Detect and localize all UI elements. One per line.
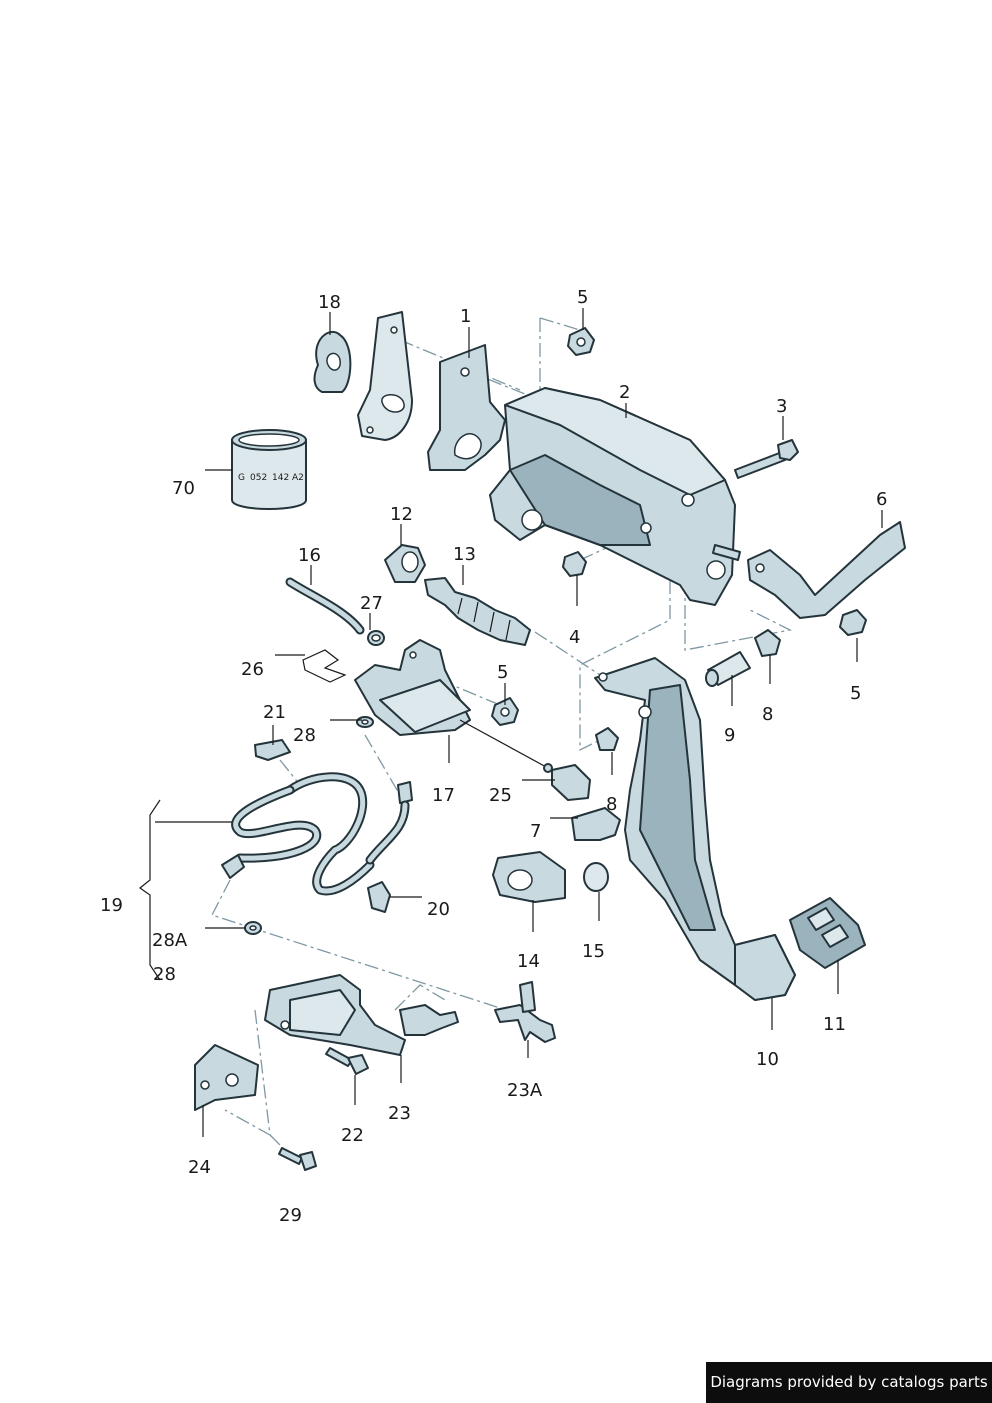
callout-24: 24 [188, 1157, 211, 1178]
callout-8-lower: 8 [606, 794, 617, 815]
callout-5-top: 5 [577, 287, 588, 308]
callout-28a: 28A [152, 930, 188, 951]
part-70-sleeve: G 052 142 A2 [231, 429, 307, 510]
part-4-nut [562, 551, 587, 577]
part-25-bracket [551, 764, 591, 801]
part-12-bushing [384, 544, 426, 583]
part-28-washer-top [356, 716, 374, 728]
part-19-hose-line [221, 772, 413, 896]
callout-labels: 1 2 3 4 5 5 5 6 7 8 8 9 10 11 12 13 14 1… [100, 287, 887, 1226]
callout-23: 23 [388, 1103, 411, 1124]
part-2-pedal-bracket [489, 387, 736, 606]
callout-20: 20 [427, 899, 450, 920]
callout-14: 14 [517, 951, 540, 972]
part-5-nut-mid [491, 697, 519, 726]
callout-19: 19 [100, 895, 123, 916]
callout-15: 15 [582, 941, 605, 962]
part-26-clip [302, 649, 347, 683]
callout-21: 21 [263, 702, 286, 723]
part-29-bolt [278, 1147, 317, 1171]
gasket-plate [357, 311, 413, 441]
callout-23a: 23A [507, 1080, 543, 1101]
callout-22: 22 [341, 1125, 364, 1146]
part-5-nut-right [839, 609, 867, 636]
callout-29: 29 [279, 1205, 302, 1226]
callout-3: 3 [776, 396, 787, 417]
stamp-g: G [238, 473, 245, 483]
part-24-bracket [194, 1044, 259, 1111]
callout-1: 1 [460, 306, 471, 327]
stamp-052: 052 [250, 473, 267, 483]
callout-13: 13 [453, 544, 476, 565]
leader-lines [138, 308, 883, 1137]
part-15-cap [583, 862, 609, 892]
part-7-cap [571, 807, 621, 841]
part-3-bolt [734, 439, 799, 479]
callout-27: 27 [360, 593, 383, 614]
part-6-support [712, 521, 906, 619]
callout-6: 6 [876, 489, 887, 510]
callout-2: 2 [619, 382, 630, 403]
callout-16: 16 [298, 545, 321, 566]
part-5-nut-top [567, 327, 595, 356]
callout-17: 17 [432, 785, 455, 806]
callout-5-mid: 5 [497, 662, 508, 683]
callout-28-bottom: 28 [153, 964, 176, 985]
callout-10: 10 [756, 1049, 779, 1070]
part-23a-tee [494, 981, 556, 1043]
callout-8-right: 8 [762, 704, 773, 725]
part-13-boot [424, 577, 531, 646]
part-10-clutch-pedal [594, 657, 796, 1001]
callout-4: 4 [569, 627, 580, 648]
credit-banner: Diagrams provided by catalogs parts [706, 1362, 992, 1403]
part-11-pedal-pad [789, 897, 866, 969]
callout-25: 25 [489, 785, 512, 806]
part-16-hose [285, 577, 365, 635]
part-9-sleeve [705, 651, 751, 687]
part-14-holder [492, 851, 566, 903]
part-8-bushing-lower [595, 727, 619, 751]
part-1-plate [427, 344, 506, 471]
callout-5-right: 5 [850, 683, 861, 704]
part-28a-washer [244, 921, 262, 935]
callout-18: 18 [318, 292, 341, 313]
callout-26: 26 [241, 659, 264, 680]
callout-12: 12 [390, 504, 413, 525]
callout-70: 70 [172, 478, 195, 499]
callout-7: 7 [530, 821, 541, 842]
part-22-bolt [325, 1047, 369, 1075]
part-23-slave-cylinder [264, 974, 459, 1056]
part-18-clip [313, 330, 352, 393]
part-20-clip [367, 881, 391, 913]
part-27-ring [367, 630, 385, 646]
stamp-a2: A2 [292, 473, 304, 483]
part-21-fitting [254, 739, 291, 761]
callout-9: 9 [724, 725, 735, 746]
stamp-142: 142 [272, 473, 289, 483]
part-8-bushing-right [754, 629, 781, 657]
part-17-master-cylinder [354, 639, 553, 773]
callout-11: 11 [823, 1014, 846, 1035]
callout-28-top: 28 [293, 725, 316, 746]
